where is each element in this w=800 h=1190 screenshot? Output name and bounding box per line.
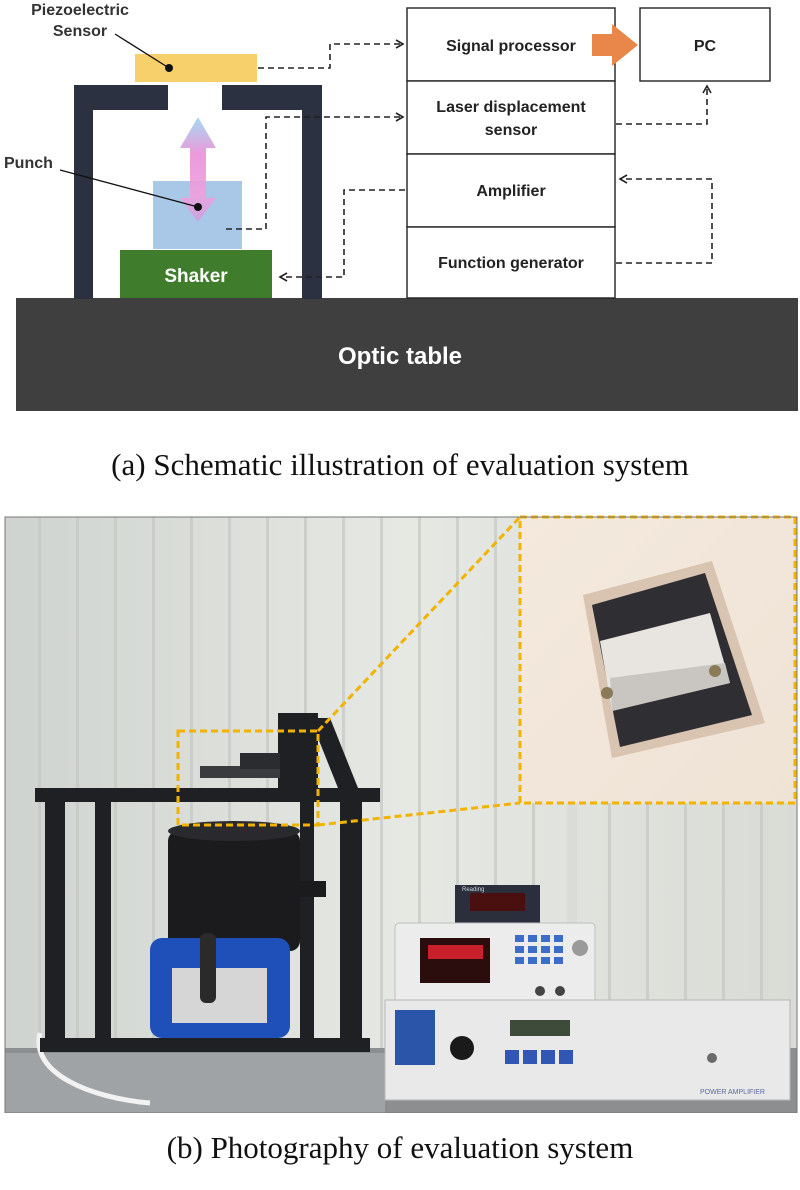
piezo-label-line1: Piezoelectric (31, 2, 129, 19)
laser-sensor-label-line1: Laser displacement (436, 99, 586, 116)
vibration-arrow (180, 117, 216, 222)
photo-amplifier-label: POWER AMPLIFIER (700, 1089, 765, 1096)
optic-table-label: Optic table (338, 343, 462, 370)
caption-photo: (b) Photography of evaluation system (166, 1130, 634, 1165)
evaluation-system-photo: Reading POWER AMPLIFIER (4, 515, 798, 1113)
pc-label: PC (694, 38, 717, 55)
caption-schematic: (a) Schematic illustration of evaluation… (111, 447, 689, 482)
photo-inset-closeup (520, 517, 795, 803)
photo-function-generator (394, 922, 596, 1009)
schematic-diagram: Optic table Piezoelectric Sensor Punch S… (4, 2, 798, 411)
photo-shaker (150, 821, 326, 1038)
punch-label: Punch (4, 155, 53, 172)
frame (74, 85, 322, 299)
photo-frame-stand (35, 713, 380, 1052)
laser-sensor-label-line2: sensor (485, 122, 537, 139)
shaker-label: Shaker (164, 266, 228, 287)
signal-to-pc-arrow (592, 24, 638, 66)
photo-power-amplifier: POWER AMPLIFIER (384, 999, 791, 1101)
photo-reader-label: Reading (462, 887, 484, 893)
signal-processor-label: Signal processor (446, 38, 576, 55)
photo-reader: Reading (455, 885, 540, 925)
pc-box (639, 7, 771, 82)
instrument-stack (406, 7, 616, 299)
amplifier-label: Amplifier (476, 183, 545, 200)
zoom-indicator (176, 515, 522, 827)
function-generator-label: Function generator (438, 255, 584, 272)
optic-table (16, 298, 798, 411)
shaker (120, 250, 272, 298)
dashed-connections (226, 39, 713, 282)
piezo-label-line2: Sensor (53, 23, 107, 40)
